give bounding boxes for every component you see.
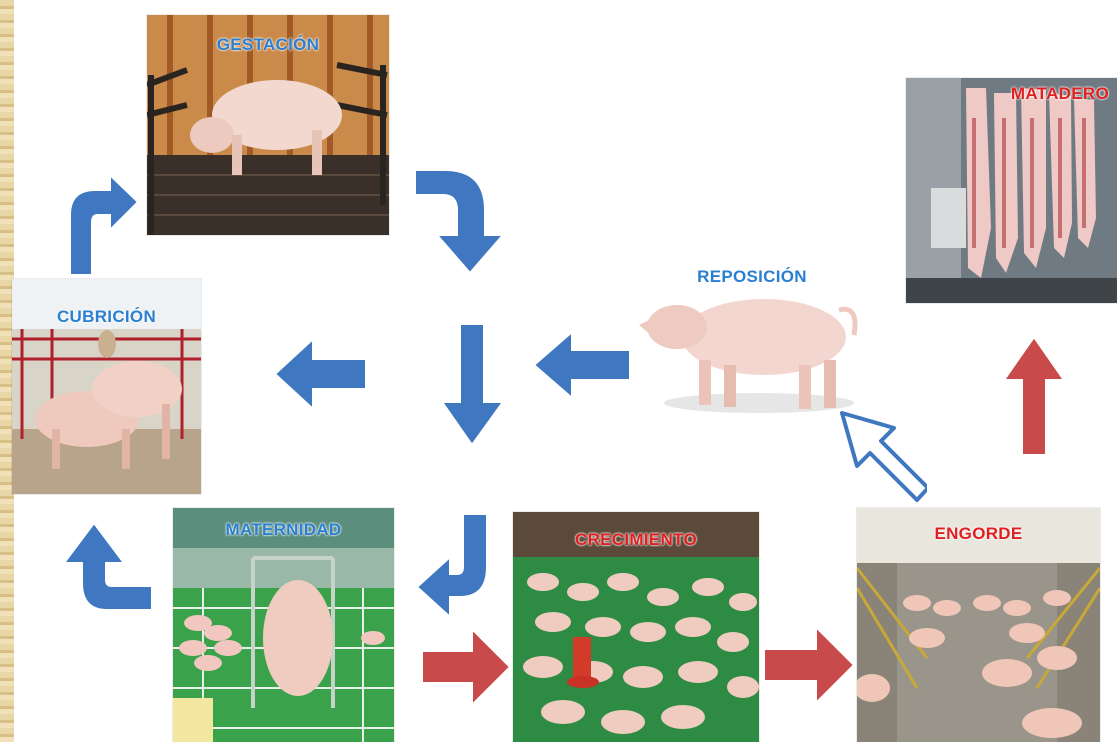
- arrow-center-to-cubricion: [273, 337, 367, 412]
- maternidad-photo: MATERNIDAD: [173, 508, 394, 742]
- arrow-engorde-to-matadero: [1002, 335, 1066, 456]
- arrow-maternidad-to-crecimiento: [421, 627, 512, 707]
- arrow-cubricion-to-gestacion: [69, 172, 140, 275]
- maternidad-label: MATERNIDAD: [225, 520, 342, 539]
- arrow-crecimiento-to-engorde: [763, 625, 856, 705]
- left-texture-strip: [0, 0, 14, 742]
- arrow-center-to-maternidad: [415, 513, 488, 620]
- cubricion-photo: CUBRICIÓN: [12, 279, 201, 494]
- arrow-maternidad-to-cubricion: [62, 521, 153, 611]
- arrow-center-down: [440, 323, 505, 447]
- arrow-reposicion-to-center: [532, 330, 631, 400]
- arrow-gestacion-to-center: [415, 169, 505, 275]
- arrow-engorde-to-reposicion: [840, 411, 927, 502]
- engorde-label: ENGORDE: [934, 524, 1023, 543]
- reposicion-photo: REPOSICIÓN: [639, 265, 865, 415]
- crecimiento-label: CRECIMIENTO: [575, 530, 697, 549]
- cubricion-label: CUBRICIÓN: [56, 307, 157, 326]
- matadero-label: MATADERO: [1010, 84, 1109, 103]
- reposicion-label: REPOSICIÓN: [697, 267, 807, 286]
- gestacion-photo: GESTACIÓN: [147, 15, 389, 235]
- matadero-photo: MATADERO: [906, 78, 1117, 303]
- engorde-photo: ENGORDE: [857, 508, 1100, 742]
- crecimiento-photo: CRECIMIENTO: [513, 512, 759, 742]
- gestacion-label: GESTACIÓN: [216, 35, 320, 54]
